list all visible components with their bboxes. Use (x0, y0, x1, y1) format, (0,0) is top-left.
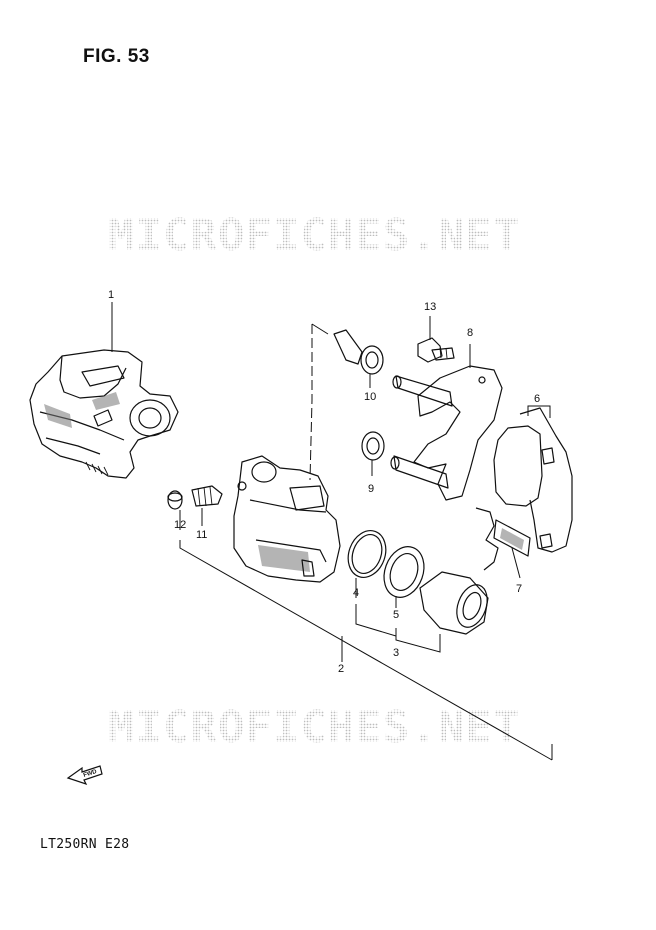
brake-pads-drawing (493, 407, 573, 553)
figure-title: FIG. 53 (83, 46, 150, 67)
model-code: LT250RN E28 (40, 837, 130, 852)
boots-drawing (333, 329, 385, 461)
small-parts-drawing (167, 337, 455, 510)
callout-6: 6 (534, 393, 540, 405)
callout-2: 2 (338, 663, 344, 675)
caliper-assembly-drawing (29, 349, 179, 479)
callout-4: 4 (353, 587, 359, 599)
callout-1: 1 (108, 289, 114, 301)
caliper-body-drawing (233, 455, 341, 583)
callout-9: 9 (368, 483, 374, 495)
callout-10: 10 (364, 391, 376, 403)
callout-13: 13 (424, 301, 436, 313)
pad-spring-drawing (475, 507, 531, 571)
piston-seal-drawing (347, 530, 489, 635)
callout-12: 12 (174, 519, 186, 531)
leader-lines (111, 302, 553, 761)
callout-7: 7 (516, 583, 522, 595)
callout-8: 8 (467, 327, 473, 339)
caliper-bracket-drawing (390, 365, 503, 501)
callout-11: 11 (196, 529, 207, 541)
forward-arrow-icon: FWD (66, 765, 103, 786)
callout-3: 3 (393, 647, 399, 659)
watermark-top: MICROFICHES.NET (108, 210, 520, 261)
callout-5: 5 (393, 609, 399, 621)
fwd-label: FWD (83, 769, 98, 779)
watermark-bottom: MICROFICHES.NET (108, 702, 520, 753)
